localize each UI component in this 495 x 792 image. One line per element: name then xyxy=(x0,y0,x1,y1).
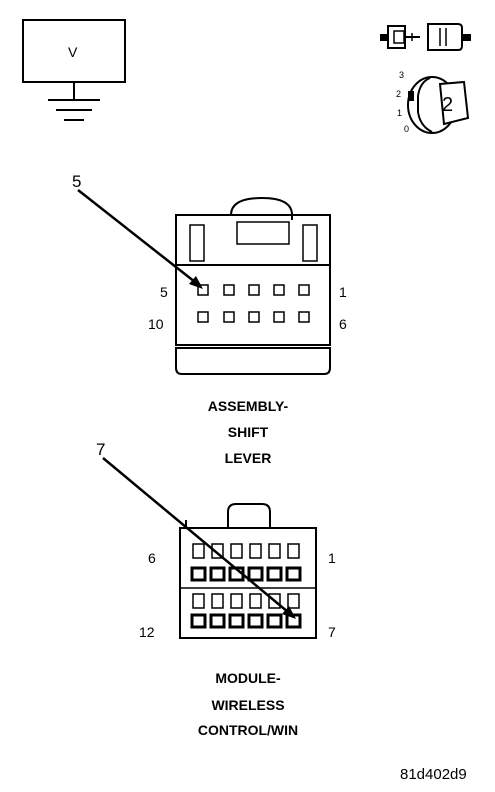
ignition-number: 2 xyxy=(442,94,454,116)
connector-b-pin-label-bottom-left: 12 xyxy=(139,624,155,640)
disconnect-connector-icon xyxy=(380,23,471,51)
connector-b-callout-number: 7 xyxy=(96,440,106,459)
connector-b-pin-label-bottom-right: 7 xyxy=(328,624,336,640)
connector-a-pin-label-bottom-left: 10 xyxy=(148,316,164,332)
connector-wireless-module xyxy=(179,503,317,639)
ignition-position-1: 1 xyxy=(397,108,403,118)
connector-b-pin-label-top-right: 1 xyxy=(328,550,336,566)
connector-a-pin-label-top-left: 5 xyxy=(160,284,168,300)
wireless-module-terminals-top xyxy=(190,543,302,582)
ignition-position-0: 0 xyxy=(404,124,410,134)
voltmeter-symbol xyxy=(22,19,126,121)
shift-lever-pin-cavities xyxy=(197,284,310,323)
voltmeter-label: V xyxy=(68,44,78,60)
connector-b-caption-line-3: CONTROL/WIN xyxy=(197,722,299,738)
ignition-switch-icon xyxy=(407,76,470,134)
connector-a-pin-label-top-right: 1 xyxy=(339,284,347,300)
connector-a-caption-line-2: SHIFT xyxy=(227,424,269,440)
connector-b-pin-label-top-left: 6 xyxy=(148,550,156,566)
connector-a-callout-number: 5 xyxy=(72,172,82,191)
connector-a-pin-label-bottom-right: 6 xyxy=(339,316,347,332)
connector-a-caption-line-1: ASSEMBLY- xyxy=(207,398,289,414)
connector-b-caption-line-2: WIRELESS xyxy=(211,697,285,713)
wireless-module-terminals-bottom xyxy=(190,593,302,629)
callout-arrow-pin-5 xyxy=(77,189,203,289)
ignition-position-2: 2 xyxy=(396,89,402,99)
ignition-position-3: 3 xyxy=(399,70,405,80)
connector-shift-lever xyxy=(175,196,331,375)
connector-b-caption-line-1: MODULE- xyxy=(215,670,281,686)
connector-a-caption-line-3: LEVER xyxy=(224,450,272,466)
callout-arrow-pin-7 xyxy=(102,457,296,619)
figure-id: 81d402d9 xyxy=(400,766,467,783)
